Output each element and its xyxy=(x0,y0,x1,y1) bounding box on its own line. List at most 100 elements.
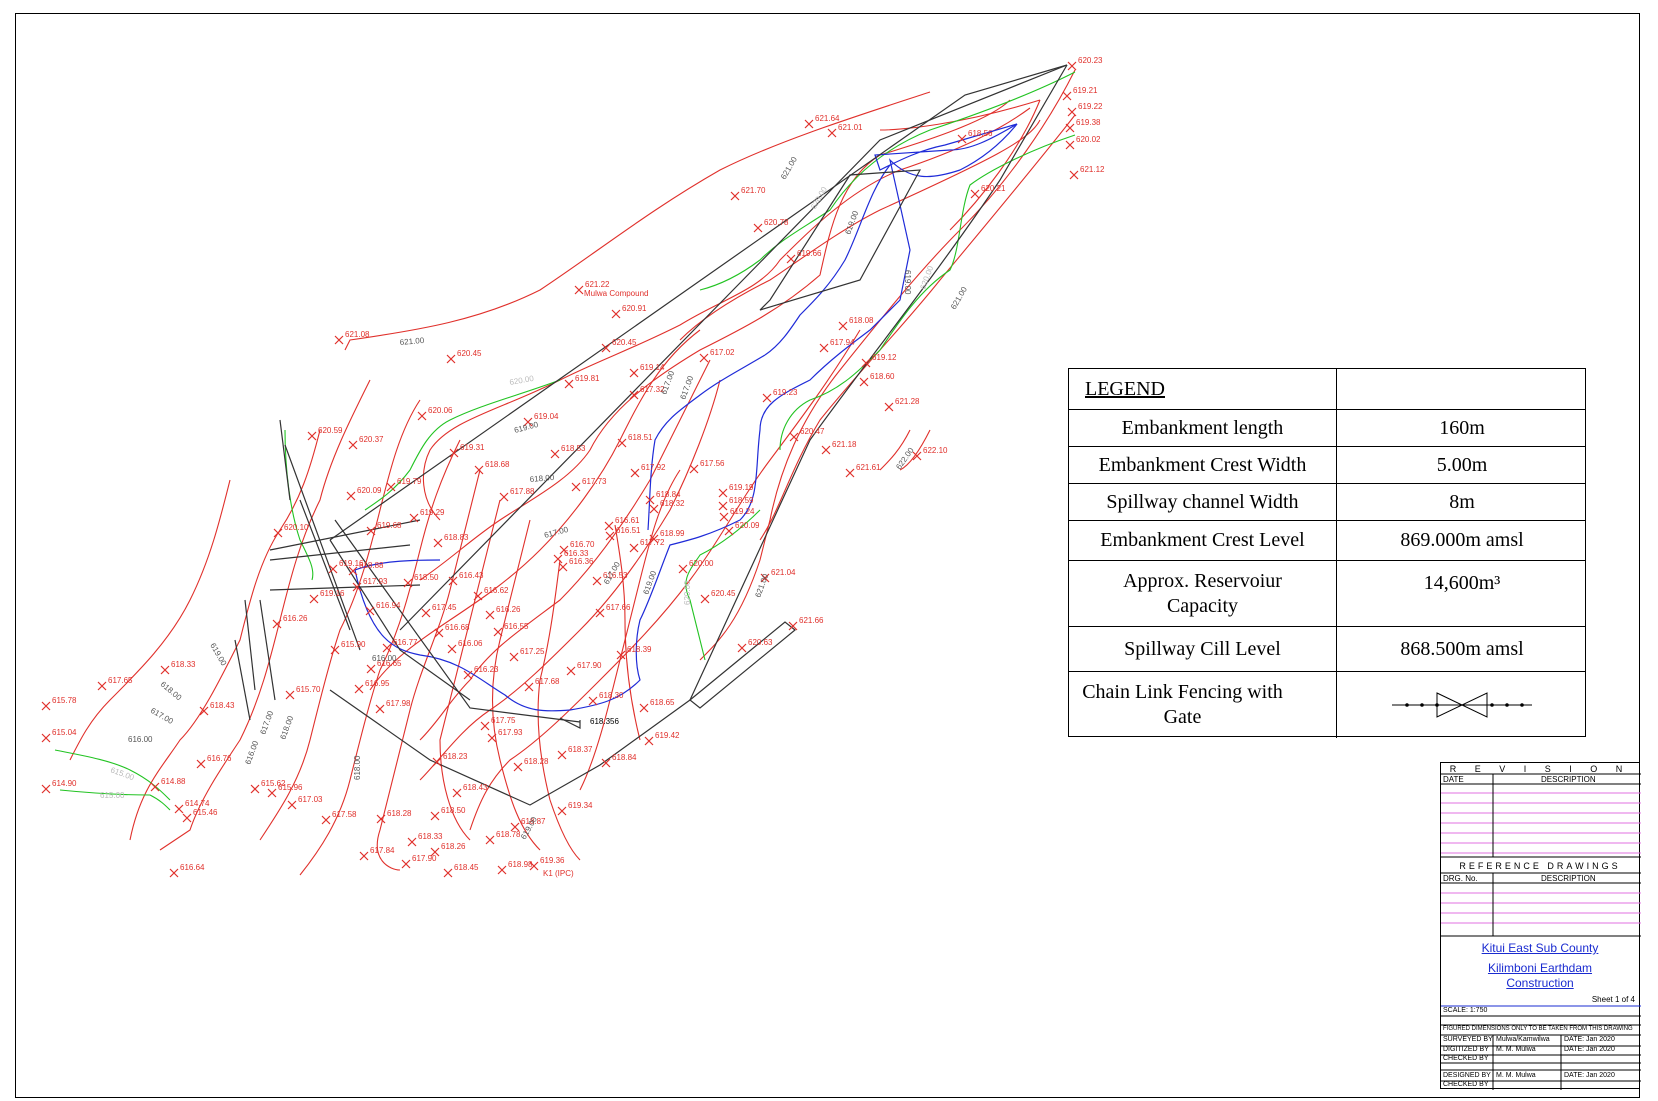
spot-level-label: 618.53 xyxy=(561,444,586,453)
survey-point-marker xyxy=(644,736,654,746)
spot-level-label: 618.51 xyxy=(628,433,653,442)
spot-level: 621.61 xyxy=(845,463,881,478)
spot-level-label: 618.28 xyxy=(387,809,412,818)
spot-level-label: 617.84 xyxy=(370,846,395,855)
spot-level: 618.98 xyxy=(497,860,533,875)
spot-level: 620.37 xyxy=(348,435,384,450)
survey-point-marker xyxy=(346,491,356,501)
legend-item: Spillway channel Width xyxy=(1069,484,1337,520)
survey-point-marker xyxy=(182,813,192,823)
contour-label: 617.00 xyxy=(678,374,695,401)
spot-level-label: 616.26 xyxy=(283,614,308,623)
spot-level: 618.83 xyxy=(433,533,469,548)
spot-level-label: 614.90 xyxy=(52,779,77,788)
spot-level-label: 615.96 xyxy=(278,783,303,792)
spot-level: 616.95 xyxy=(354,679,390,694)
contour-line xyxy=(614,524,641,741)
spot-level-label: 620.63 xyxy=(748,638,773,647)
contour-line xyxy=(419,379,721,781)
legend-header-empty xyxy=(1337,369,1587,409)
spot-level-label: 620.00 xyxy=(689,559,714,568)
contour-label: 615.00 xyxy=(109,765,136,782)
spot-level-label: 617.25 xyxy=(520,647,545,656)
spot-level: 616.61 xyxy=(604,516,640,531)
survey-point-marker xyxy=(382,643,392,653)
survey-point-marker xyxy=(41,701,51,711)
contour-line xyxy=(376,469,481,871)
red-contours xyxy=(69,69,1076,876)
spot-level-label: 615.78 xyxy=(52,696,77,705)
spot-level-label: 618.30 xyxy=(599,691,624,700)
survey-point-marker xyxy=(957,134,967,144)
spot-level-label: 617.45 xyxy=(432,603,457,612)
spot-level-label: 617.93 xyxy=(363,577,388,586)
survey-point-marker xyxy=(1067,61,1077,71)
contour-label: 616.00 xyxy=(128,735,153,744)
digitized-label: DIGITIZED BY xyxy=(1443,1046,1489,1053)
spot-level: 618.50 xyxy=(430,806,466,821)
survey-point-marker xyxy=(359,851,369,861)
survey-point-marker xyxy=(473,591,483,601)
spot-level-label: 619.24 xyxy=(730,507,755,516)
contour-line xyxy=(879,429,931,471)
spot-level: 615.90 xyxy=(330,640,366,655)
spot-level-label: 620.45 xyxy=(711,589,736,598)
spot-level-label: 618.39 xyxy=(627,645,652,654)
survey-point-marker xyxy=(463,670,473,680)
designed-label: DESIGNED BY xyxy=(1443,1072,1491,1079)
contour-label: 619.00 xyxy=(903,270,912,295)
spot-level-label: 616.26 xyxy=(496,605,521,614)
survey-point-marker xyxy=(409,513,419,523)
spot-level: 620.47 xyxy=(789,427,825,442)
survey-point-marker xyxy=(724,526,734,536)
spot-level-label: 616.61 xyxy=(615,516,640,525)
survey-point-marker xyxy=(804,119,814,129)
survey-point-marker xyxy=(550,449,560,459)
spot-level-label: 615.62 xyxy=(261,779,286,788)
spot-level-label: 622.10 xyxy=(923,446,948,455)
spot-level: 616.36 xyxy=(558,557,594,572)
spot-level-label: 615.46 xyxy=(193,808,218,817)
spot-level-label: 617.73 xyxy=(582,477,607,486)
fence-symbol xyxy=(1337,672,1587,738)
survey-point-marker xyxy=(309,594,319,604)
contour-line xyxy=(419,99,1011,581)
survey-point-marker xyxy=(386,482,396,492)
contour-label: 617.00 xyxy=(149,706,175,726)
survey-point-marker xyxy=(375,704,385,714)
survey-point-marker xyxy=(452,788,462,798)
survey-point-marker xyxy=(513,762,523,772)
spot-level-label: 617.90 xyxy=(412,854,437,863)
spot-level-label: 619.66 xyxy=(797,249,822,258)
spot-level: 618.84 xyxy=(601,753,637,768)
spot-level: 620.78 xyxy=(753,218,789,233)
spot-level: 617.73 xyxy=(571,477,607,492)
spot-level: 621.18 xyxy=(821,440,857,455)
spot-level: 614.90 xyxy=(41,779,77,794)
survey-point-marker xyxy=(629,543,639,553)
fence-gate-icon xyxy=(1392,692,1532,718)
contour-line xyxy=(679,119,1041,341)
survey-point-marker xyxy=(629,390,639,400)
spot-level-label: 616.94 xyxy=(376,601,401,610)
survey-point-marker xyxy=(366,526,376,536)
title-block-grid xyxy=(1441,773,1641,1090)
contour-line xyxy=(879,99,1041,231)
survey-point-marker xyxy=(366,664,376,674)
spot-level: 620.45 xyxy=(601,338,637,353)
spot-level-label: 617.92 xyxy=(641,463,666,472)
spot-level-label: 621.04 xyxy=(771,568,796,577)
legend-row: Spillway channel Width 8m xyxy=(1069,483,1585,520)
survey-point-marker xyxy=(321,815,331,825)
legend-item: Embankment Crest Width xyxy=(1069,447,1337,483)
spot-level: 616.51 xyxy=(605,526,641,541)
survey-point-marker xyxy=(169,868,179,878)
survey-point-marker xyxy=(1065,140,1075,150)
spot-level-label: 618.65 xyxy=(650,698,675,707)
survey-point-marker xyxy=(611,309,621,319)
survey-point-marker xyxy=(447,644,457,654)
blue-boundary xyxy=(354,123,1018,712)
survey-point-marker xyxy=(558,562,568,572)
contour-label: 621.00 xyxy=(753,572,770,599)
spot-level-label: 620.47 xyxy=(800,427,825,436)
